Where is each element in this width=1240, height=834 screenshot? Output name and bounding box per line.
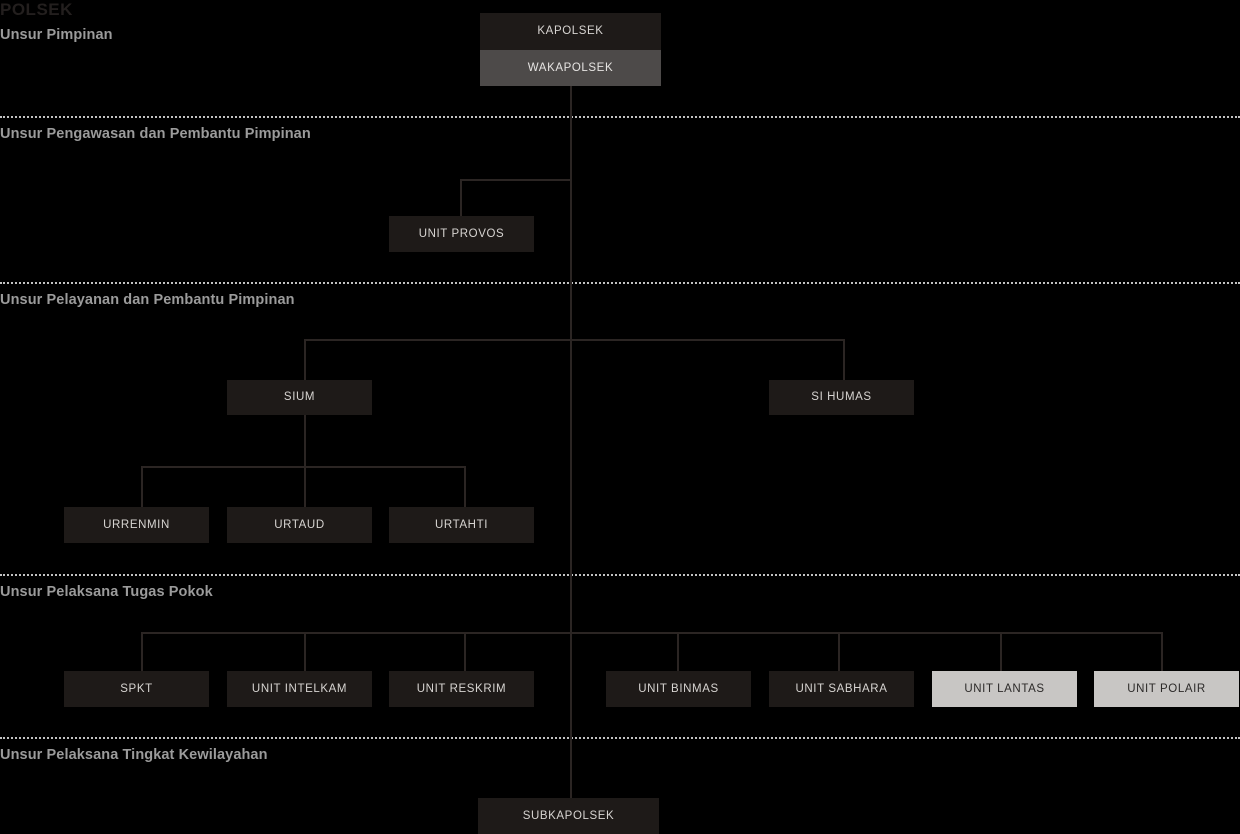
connector-binmas-vertical bbox=[677, 632, 679, 672]
node-unit-reskrim[interactable]: UNIT RESKRIM bbox=[389, 671, 534, 707]
trunk-line-main bbox=[570, 86, 572, 804]
node-unit-intelkam[interactable]: UNIT INTELKAM bbox=[227, 671, 372, 707]
divider-pelaksana bbox=[0, 574, 1240, 576]
node-spkt[interactable]: SPKT bbox=[64, 671, 209, 707]
connector-spkt-vertical bbox=[141, 632, 143, 672]
connector-urtahti-vertical bbox=[464, 466, 466, 508]
connector-urtaud-vertical bbox=[304, 466, 306, 508]
connector-pelayanan-horizontal bbox=[304, 339, 845, 341]
node-unit-sabhara[interactable]: UNIT SABHARA bbox=[769, 671, 914, 707]
node-urtahti[interactable]: URTAHTI bbox=[389, 507, 534, 543]
connector-sium-drop bbox=[304, 414, 306, 468]
node-unit-provos[interactable]: UNIT PROVOS bbox=[389, 216, 534, 252]
node-urtaud[interactable]: URTAUD bbox=[227, 507, 372, 543]
connector-sabhara-vertical bbox=[838, 632, 840, 672]
node-unit-lantas[interactable]: UNIT LANTAS bbox=[932, 671, 1077, 707]
node-subkapolsek[interactable]: SUBKAPOLSEK bbox=[478, 798, 659, 834]
section-label-pengawasan: Unsur Pengawasan dan Pembantu Pimpinan bbox=[0, 126, 311, 142]
node-sium[interactable]: SIUM bbox=[227, 380, 372, 415]
node-unit-binmas[interactable]: UNIT BINMAS bbox=[606, 671, 751, 707]
node-si-humas[interactable]: SI HUMAS bbox=[769, 380, 914, 415]
connector-provos-vertical bbox=[460, 179, 462, 217]
connector-provos-horizontal bbox=[460, 179, 572, 181]
connector-polair-vertical bbox=[1161, 632, 1163, 672]
connector-sium-vertical bbox=[304, 339, 306, 381]
connector-uraian-horizontal bbox=[141, 466, 466, 468]
connector-lantas-vertical bbox=[1000, 632, 1002, 672]
divider-pengawasan bbox=[0, 116, 1240, 118]
connector-reskrim-vertical bbox=[464, 632, 466, 672]
divider-pelayanan bbox=[0, 282, 1240, 284]
page-title: POLSEK bbox=[0, 0, 73, 19]
node-urrenmin[interactable]: URRENMIN bbox=[64, 507, 209, 543]
divider-kewilayahan bbox=[0, 737, 1240, 739]
section-label-pelaksana: Unsur Pelaksana Tugas Pokok bbox=[0, 584, 213, 600]
node-unit-polair[interactable]: UNIT POLAIR bbox=[1094, 671, 1239, 707]
node-kapolsek[interactable]: KAPOLSEK bbox=[480, 13, 661, 50]
connector-urrenmin-vertical bbox=[141, 466, 143, 508]
connector-pelaksana-horizontal bbox=[141, 632, 1163, 634]
section-label-pelayanan: Unsur Pelayanan dan Pembantu Pimpinan bbox=[0, 292, 295, 308]
section-label-pimpinan: Unsur Pimpinan bbox=[0, 27, 113, 43]
node-wakapolsek[interactable]: WAKAPOLSEK bbox=[480, 50, 661, 86]
connector-sihumas-vertical bbox=[843, 339, 845, 381]
section-label-kewilayahan: Unsur Pelaksana Tingkat Kewilayahan bbox=[0, 747, 268, 763]
connector-intelkam-vertical bbox=[304, 632, 306, 672]
